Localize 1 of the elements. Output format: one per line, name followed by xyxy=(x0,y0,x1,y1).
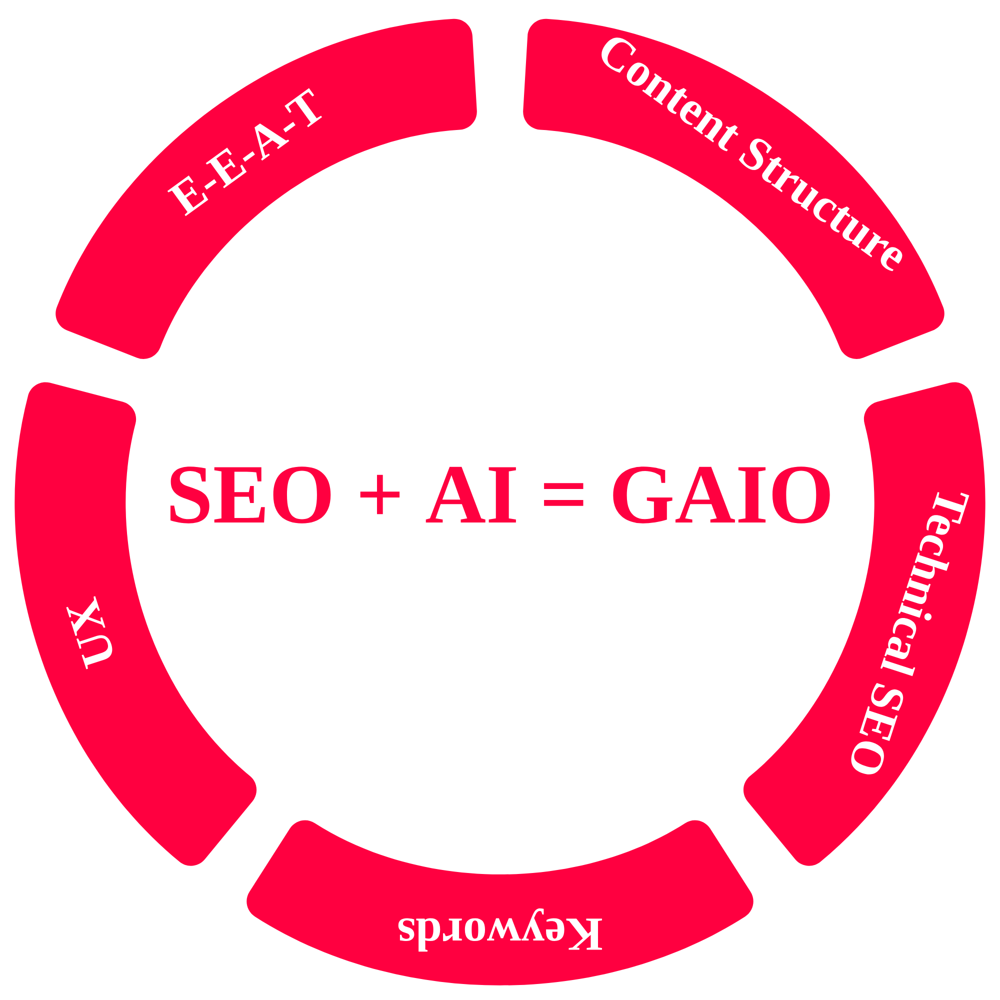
ring-segment: Keywords xyxy=(246,820,754,986)
